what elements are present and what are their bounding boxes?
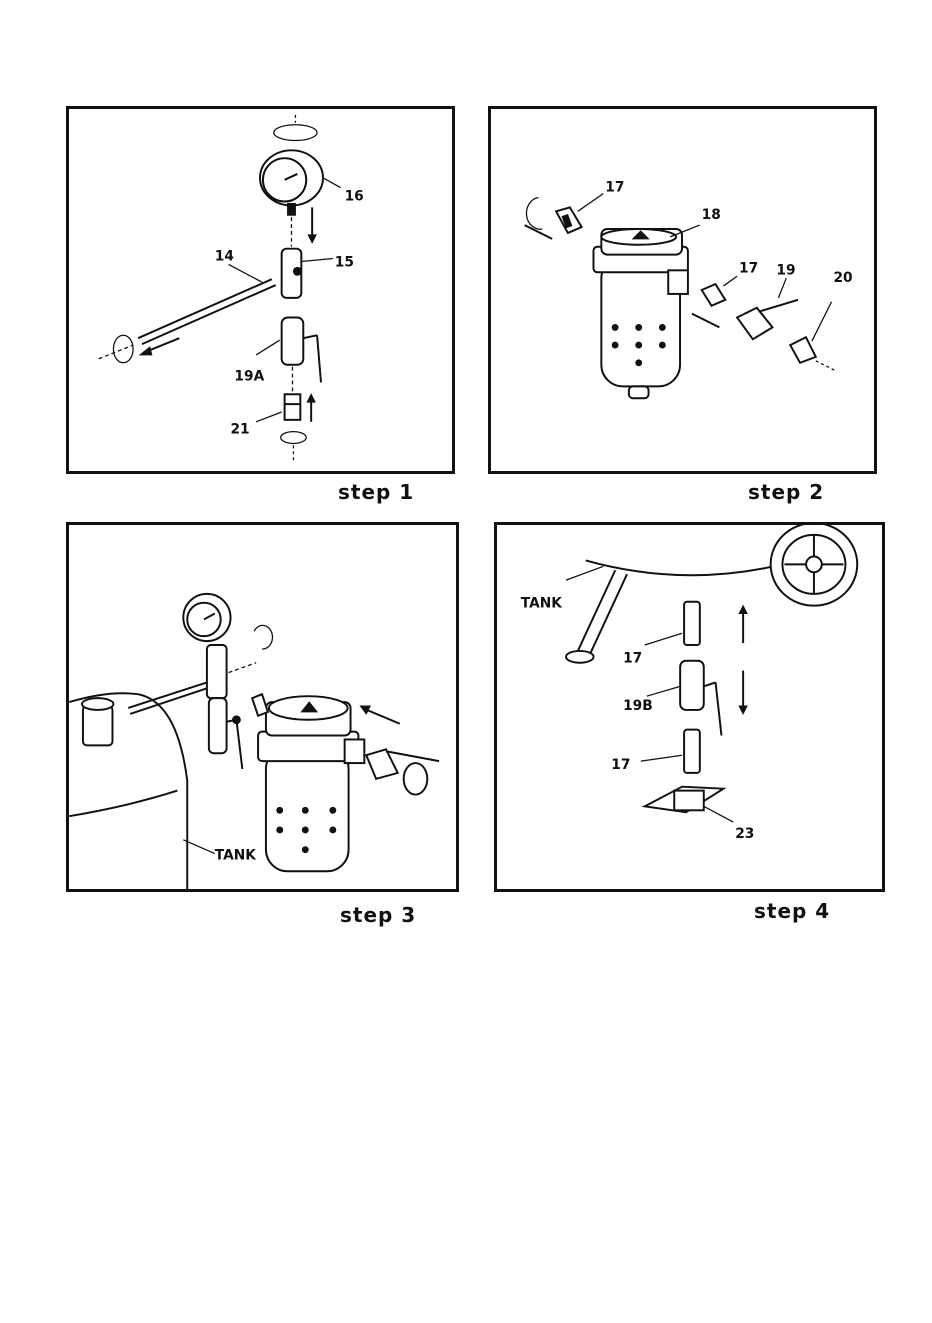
tank-icon: [69, 693, 187, 889]
step-1-diagram: 16 15 14 19A 21: [69, 109, 452, 471]
wheel-icon: [771, 525, 858, 606]
ball-valve-icon: [282, 318, 321, 383]
coupler-icon: [790, 337, 835, 370]
label-19a: 19A: [234, 369, 264, 385]
label-15: 15: [335, 254, 354, 270]
label-14: 14: [215, 248, 234, 264]
label-18: 18: [702, 207, 721, 223]
step-1-caption: step 1: [338, 480, 414, 504]
nipple-fitting-icon-right: [702, 284, 726, 306]
label-tank-step4: TANK: [521, 596, 563, 612]
step-4-diagram: TANK 17 19B 17 23: [497, 525, 882, 889]
step-1-panel: 16 15 14 19A 21: [66, 106, 455, 474]
ball-valve-icon-step4: [680, 661, 721, 736]
tank-icon-step4: [566, 560, 782, 662]
step-2-caption: step 2: [748, 480, 824, 504]
label-19: 19: [776, 262, 795, 278]
pressure-gauge-icon: [260, 150, 323, 215]
air-filter-icon-step3: [258, 696, 364, 871]
label-20: 20: [833, 270, 852, 286]
label-23: 23: [735, 826, 754, 842]
label-17-top: 17: [623, 651, 642, 667]
ball-valve-icon-step2: [737, 300, 798, 339]
fitting-icon: [285, 394, 301, 420]
step-3-panel: TANK: [66, 522, 459, 892]
label-17-bottom: 17: [611, 757, 630, 773]
air-filter-icon: [593, 229, 687, 398]
label-17-left: 17: [605, 180, 624, 196]
step-3-diagram: TANK: [69, 525, 456, 889]
pressure-gauge-icon-step3: [183, 594, 230, 641]
drain-valve-icon: [645, 787, 724, 813]
label-19b: 19B: [623, 698, 653, 714]
step-4-panel: TANK 17 19B 17 23: [494, 522, 885, 892]
step-2-panel: 17 18 17 19 20: [488, 106, 877, 474]
step-2-diagram: 17 18 17 19 20: [491, 109, 874, 471]
rod-icon: [138, 279, 276, 344]
step-3-caption: step 3: [340, 903, 416, 927]
label-tank-step3: TANK: [215, 847, 257, 863]
label-17-right: 17: [739, 260, 758, 276]
label-16: 16: [345, 188, 364, 204]
tee-fitting-icon: [282, 249, 302, 298]
label-21: 21: [230, 422, 249, 438]
step-4-caption: step 4: [754, 899, 830, 923]
